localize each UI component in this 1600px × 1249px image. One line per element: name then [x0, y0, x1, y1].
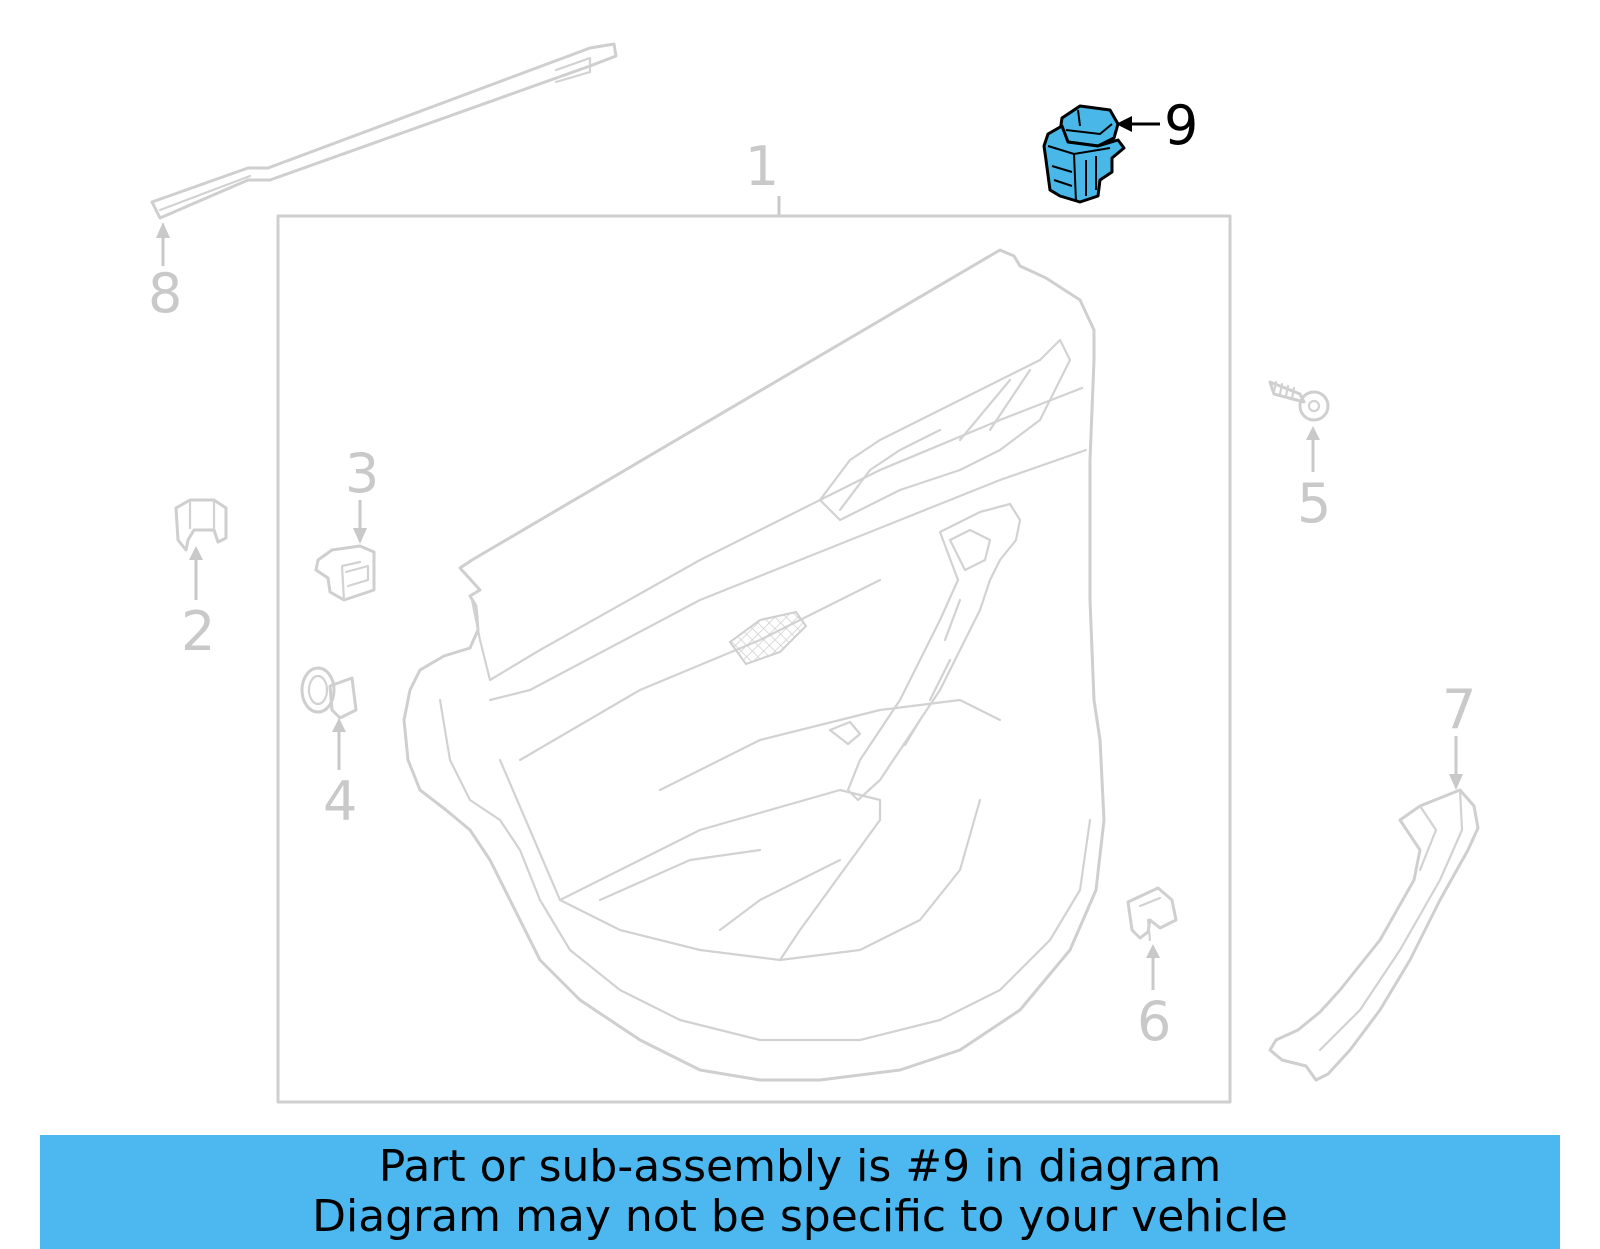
part-1-frame	[276, 214, 1232, 1104]
notice-banner: Part or sub-assembly is #9 in diagram Di…	[40, 1135, 1560, 1249]
part-5-screw: 5	[1268, 380, 1331, 535]
part-8-belt-molding: 8	[148, 42, 618, 325]
part-6-clip: 6	[1126, 886, 1178, 1053]
callout-9: 9	[1164, 94, 1198, 157]
callout-5: 5	[1297, 472, 1331, 535]
banner-line-2: Diagram may not be specific to your vehi…	[312, 1191, 1288, 1242]
part-9-window-switch: 9	[1042, 94, 1198, 204]
part-4-retainer: 4	[300, 666, 358, 833]
callout-6: 6	[1137, 990, 1171, 1053]
part-7-sill-trim: 7	[1268, 678, 1480, 1082]
callout-7: 7	[1442, 678, 1476, 741]
part-2-clip: 2	[174, 498, 228, 663]
callout-2: 2	[181, 600, 215, 663]
banner-line-1: Part or sub-assembly is #9 in diagram	[378, 1141, 1222, 1192]
part-3-clip: 3	[314, 442, 379, 602]
callout-3: 3	[345, 442, 379, 505]
callout-4: 4	[323, 770, 357, 833]
callout-8: 8	[148, 262, 182, 325]
callout-1: 1	[745, 135, 779, 198]
part-1-door-trim-panel: 1	[276, 135, 1232, 1104]
